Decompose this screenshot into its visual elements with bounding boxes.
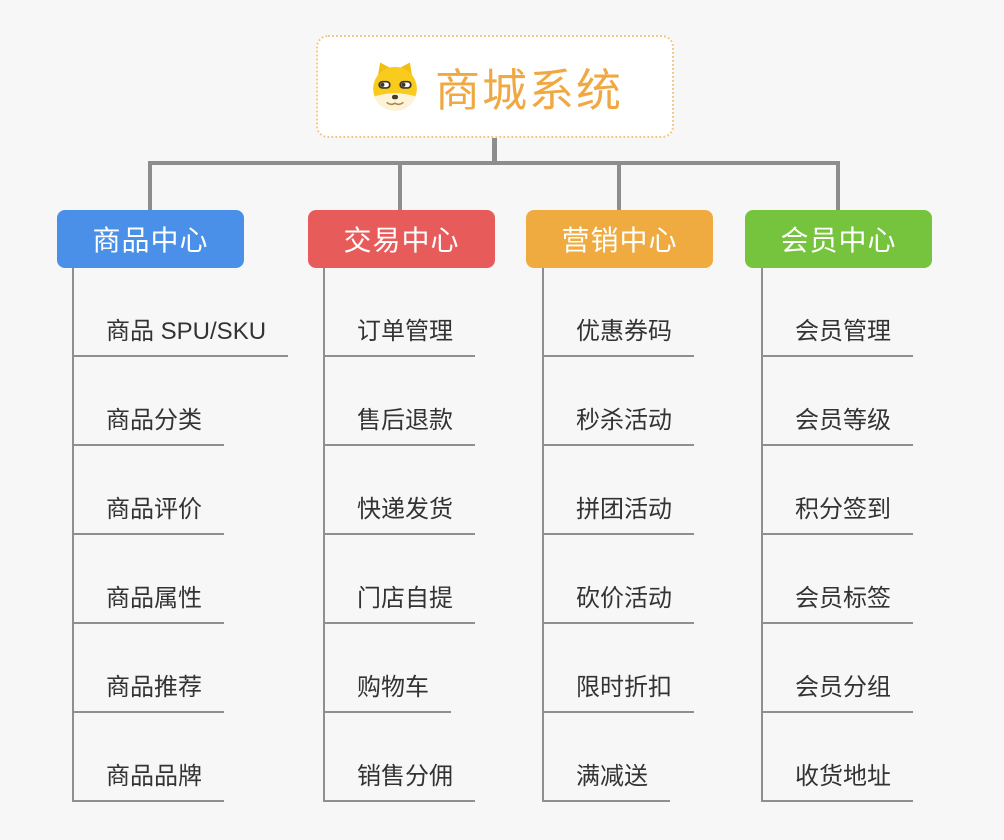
topic-item[interactable]: 商品分类 <box>72 402 224 446</box>
topic-item[interactable]: 商品评价 <box>72 491 224 535</box>
branch-node-product-center[interactable]: 商品中心 <box>57 210 244 268</box>
topic-item[interactable]: 收货地址 <box>761 758 913 802</box>
connector-drop-marketing-center <box>617 163 621 210</box>
connector-bus <box>148 161 840 165</box>
connector-drop-member-center <box>836 163 840 210</box>
topic-item[interactable]: 快递发货 <box>323 491 475 535</box>
topic-item[interactable]: 销售分佣 <box>323 758 475 802</box>
topic-item[interactable]: 商品 SPU/SKU <box>72 313 289 357</box>
doge-icon <box>373 62 417 111</box>
topic-item[interactable]: 会员分组 <box>761 669 913 713</box>
connector-drop-trade-center <box>398 163 402 210</box>
topic-item[interactable]: 拼团活动 <box>542 491 694 535</box>
topic-item[interactable]: 会员管理 <box>761 313 913 357</box>
topic-item[interactable]: 砍价活动 <box>542 580 694 624</box>
branch-node-marketing-center[interactable]: 营销中心 <box>526 210 713 268</box>
branch-node-trade-center[interactable]: 交易中心 <box>308 210 495 268</box>
root-node[interactable]: 商城系统 <box>316 35 674 138</box>
topic-item[interactable]: 商品品牌 <box>72 758 224 802</box>
topic-item[interactable]: 售后退款 <box>323 402 475 446</box>
root-title: 商城系统 <box>434 65 623 116</box>
topic-item[interactable]: 订单管理 <box>323 313 475 357</box>
topic-item[interactable]: 积分签到 <box>761 491 913 535</box>
topic-item[interactable]: 限时折扣 <box>542 669 694 713</box>
topic-item[interactable]: 商品属性 <box>72 580 224 624</box>
topic-item[interactable]: 满减送 <box>542 758 670 802</box>
topic-item[interactable]: 门店自提 <box>323 580 475 624</box>
topic-item[interactable]: 会员等级 <box>761 402 913 446</box>
topic-item[interactable]: 会员标签 <box>761 580 913 624</box>
connector-drop-product-center <box>148 163 152 210</box>
topic-item[interactable]: 秒杀活动 <box>542 402 694 446</box>
topic-item[interactable]: 商品推荐 <box>72 669 224 713</box>
topic-item[interactable]: 优惠券码 <box>542 313 694 357</box>
branch-node-member-center[interactable]: 会员中心 <box>745 210 932 268</box>
topic-item[interactable]: 购物车 <box>323 669 451 713</box>
connector-root-drop <box>492 136 497 163</box>
